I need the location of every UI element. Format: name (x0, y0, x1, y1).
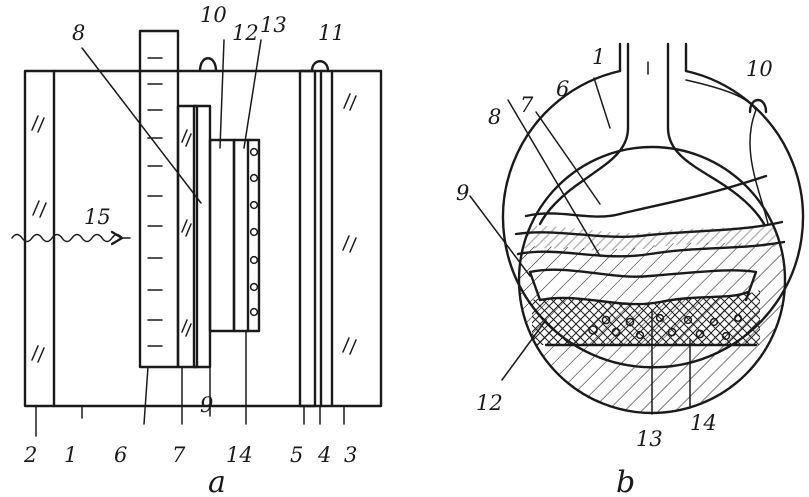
label-a-15: 15 (84, 205, 111, 229)
label-a-2: 2 (23, 443, 37, 467)
label-b-9: 9 (456, 181, 469, 205)
label-a-13: 13 (260, 13, 287, 37)
label-a-1: 1 (64, 443, 77, 467)
part-10-loop (748, 98, 768, 114)
label-b-14: 14 (690, 411, 717, 435)
label-a-5: 5 (290, 443, 303, 467)
figure-b: 1 6 7 8 9 10 12 13 14 b (456, 42, 805, 497)
part-11-lead (310, 60, 330, 73)
label-b-1: 1 (592, 45, 605, 69)
part-6-ticks (147, 57, 163, 347)
label-b-7: 7 (520, 93, 534, 117)
caption-b: b (616, 465, 635, 497)
part-15-light-ray (11, 233, 131, 243)
label-a-11: 11 (318, 21, 345, 45)
figure-b-leaders (469, 77, 691, 415)
label-a-10: 10 (200, 3, 227, 27)
label-a-6: 6 (114, 443, 127, 467)
part-8-wave-bottom (516, 240, 786, 258)
part-1-outer-case (23, 69, 383, 408)
label-b-12: 12 (476, 391, 503, 415)
part-12-wave (528, 268, 758, 278)
figure-a: 8 10 12 13 11 15 2 1 6 7 9 14 5 4 3 a (11, 3, 383, 497)
part-14-granules-b (588, 313, 742, 341)
label-a-7: 7 (172, 443, 186, 467)
label-b-8: 8 (488, 105, 501, 129)
label-a-4: 4 (317, 443, 331, 467)
part-7-conductive-layer (176, 104, 199, 369)
label-a-14: 14 (226, 443, 253, 467)
figure-a-leaders (35, 39, 345, 437)
label-b-6: 6 (556, 77, 569, 101)
part-6-glass-substrate (138, 29, 180, 369)
label-a-12: 12 (232, 21, 259, 45)
part-14-granules (249, 147, 259, 317)
label-a-3: 3 (344, 443, 357, 467)
part-12-body (528, 270, 758, 302)
part-7-wave (524, 174, 768, 218)
flask-neck-outer (618, 42, 688, 73)
label-b-10: 10 (746, 57, 773, 81)
caption-a: a (208, 465, 226, 497)
label-a-9: 9 (200, 393, 213, 417)
part-2-front-glass (31, 69, 56, 408)
part-13-top (538, 290, 750, 306)
part-6-inner-neck (582, 42, 718, 182)
part-12-electrolyte (208, 138, 236, 333)
part-5-counter-electrode (298, 69, 317, 408)
label-b-13: 13 (636, 427, 663, 451)
label-a-8: 8 (72, 21, 85, 45)
part-10-lead (198, 57, 218, 73)
part-8-wave-top (514, 220, 784, 239)
part-3-back-glass (330, 69, 357, 408)
part-10-wire (685, 79, 769, 225)
